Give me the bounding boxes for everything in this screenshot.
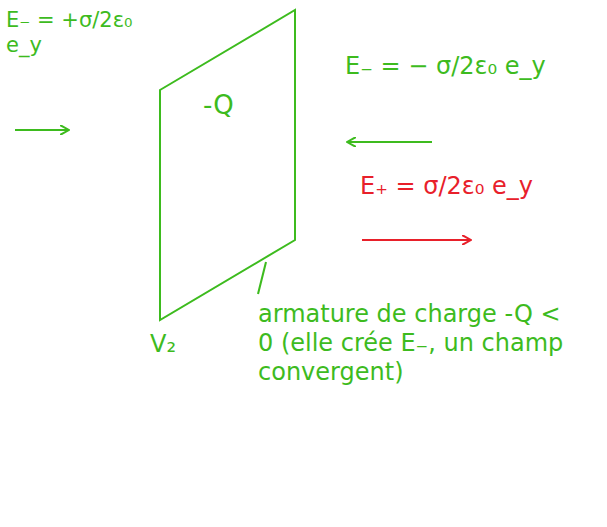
charge-label: -Q	[203, 90, 234, 120]
field-arrow	[348, 141, 432, 143]
field-expression: E₋ = +σ/2ε₀ e_y	[6, 8, 146, 58]
potential-label: V₂	[150, 330, 176, 359]
plate-outline	[155, 5, 300, 325]
field-arrow	[362, 239, 470, 241]
capacitor-plate: -Q	[155, 5, 300, 325]
leader-line	[258, 262, 266, 294]
field-arrow	[15, 129, 68, 131]
field-expression: E₋ = − σ/2ε₀ e_y	[345, 52, 546, 81]
field-expression: E₊ = σ/2ε₀ e_y	[360, 172, 533, 201]
annotation-note: armature de charge -Q < 0 (elle crée E₋,…	[258, 300, 578, 386]
